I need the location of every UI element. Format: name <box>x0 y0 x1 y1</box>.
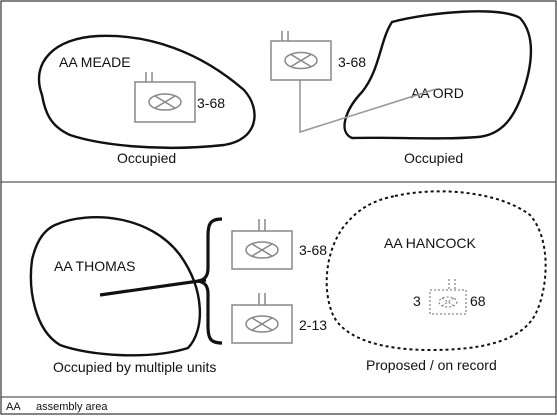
legend-abbr: AA <box>6 401 21 413</box>
thomas-unit-label-1: 3-68 <box>299 242 327 258</box>
ord-label: AA ORD <box>411 85 464 101</box>
brace-icon <box>197 217 223 345</box>
ord-leader-line <box>299 80 437 134</box>
armor-unit-symbol-icon <box>429 279 467 315</box>
armor-unit-symbol-icon <box>270 31 332 81</box>
thomas-outline <box>29 216 202 357</box>
legend-meaning: assembly area <box>36 401 108 413</box>
hancock-caption: Proposed / on record <box>366 357 497 373</box>
meade-caption: Occupied <box>117 150 176 166</box>
meade-unit-label: 3-68 <box>197 95 225 111</box>
thomas-label: AA THOMAS <box>54 258 135 274</box>
ord-outline <box>343 10 533 140</box>
meade-label: AA MEADE <box>59 54 131 70</box>
ord-caption: Occupied <box>404 150 463 166</box>
hancock-label: AA HANCOCK <box>384 235 476 251</box>
armor-unit-symbol-icon <box>231 293 293 344</box>
thomas-caption: Occupied by multiple units <box>53 359 216 375</box>
thomas-unit-label-2: 2-13 <box>299 317 327 333</box>
ord-unit-label: 3-68 <box>338 54 366 70</box>
hancock-outline <box>325 190 547 352</box>
legend: AA assembly area <box>6 401 108 413</box>
thomas-leader-line <box>99 278 207 297</box>
meade-outline <box>37 34 256 150</box>
area-ord: AA ORD 3-68 Occupied <box>270 10 533 166</box>
armor-unit-symbol-icon <box>134 72 196 123</box>
area-hancock: AA HANCOCK 3 68 Proposed / on record <box>325 190 547 373</box>
armor-unit-symbol-icon <box>231 219 293 270</box>
hancock-unit-left: 3 <box>413 293 421 309</box>
area-thomas: AA THOMAS 3-68 2-13 Occupied by multiple… <box>29 216 327 375</box>
area-meade: AA MEADE 3-68 Occupied <box>37 34 256 166</box>
hancock-unit-right: 68 <box>470 293 486 309</box>
